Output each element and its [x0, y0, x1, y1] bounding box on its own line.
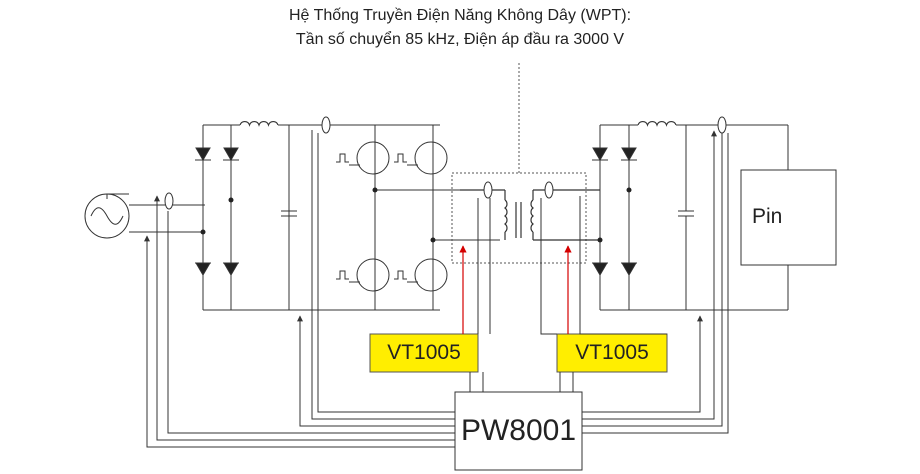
coil-current-sensor-left: [483, 181, 493, 199]
input-current-sensor: [164, 192, 174, 210]
left-rectifier: [195, 124, 440, 311]
ac-source: [84, 193, 205, 239]
output-current-sensor: [717, 116, 727, 134]
measurement-wires-left: [144, 130, 491, 448]
probe-box-left: [369, 333, 479, 373]
analyzer-box: [454, 391, 583, 471]
wpt-coil-box: [451, 172, 587, 264]
dc-link-current-sensor-left: [321, 116, 331, 134]
left-inverter: [336, 125, 500, 310]
right-rectifier: [592, 124, 789, 311]
left-inductor: [239, 121, 279, 127]
battery-label: Pin: [752, 205, 783, 228]
probe-signal-lines: [459, 245, 572, 334]
probe-label-right: VT1005: [575, 341, 649, 364]
battery-box: [740, 169, 837, 266]
right-inductor: [637, 121, 677, 127]
analyzer-label: PW8001: [460, 414, 577, 447]
probe-label-left: VT1005: [387, 341, 461, 364]
wpt-coils: [460, 189, 600, 241]
probe-box-right: [556, 333, 668, 373]
diagram-title-line2: Tần số chuyển 85 kHz, Điện áp đầu ra 300…: [295, 31, 625, 48]
coil-current-sensor-right: [544, 181, 554, 199]
measurement-wires-right: [540, 130, 729, 434]
diagram-title-line1: Hệ Thống Truyền Điện Năng Không Dây (WPT…: [288, 7, 632, 24]
